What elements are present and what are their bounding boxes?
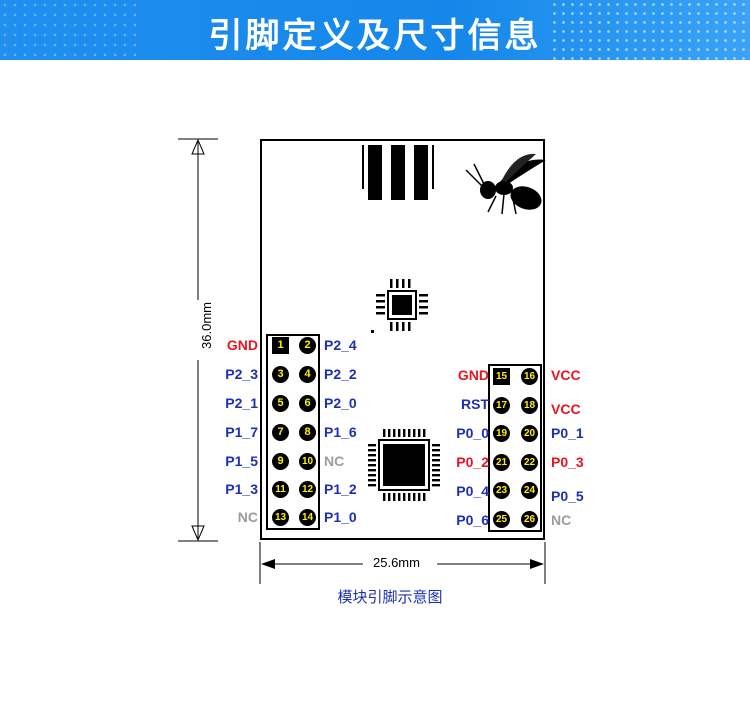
- left-pin-label-right-3: P2_2: [324, 366, 357, 382]
- pin-10: 10: [299, 453, 316, 470]
- pin-17: 17: [493, 397, 510, 414]
- right-pin-header: [488, 364, 542, 532]
- pin-7: 7: [272, 424, 289, 441]
- page-header: 引脚定义及尺寸信息: [0, 0, 750, 60]
- pin-4: 4: [299, 366, 316, 383]
- wasp-icon: [465, 153, 546, 215]
- pin-2: 2: [299, 337, 316, 354]
- pin-26: 26: [521, 511, 538, 528]
- pin-18: 18: [521, 397, 538, 414]
- pin-25: 25: [493, 511, 510, 528]
- pin-9: 9: [272, 453, 289, 470]
- pin-3: 3: [272, 366, 289, 383]
- pin-15: 15: [493, 368, 510, 385]
- left-pin-label-11: P1_3: [225, 481, 258, 497]
- right-pin-label-right-22: P0_3: [551, 454, 584, 470]
- right-pin-label-left-25: P0_6: [456, 512, 489, 528]
- pin1-dot: [371, 330, 374, 333]
- pin-20: 20: [521, 425, 538, 442]
- pin-5: 5: [272, 395, 289, 412]
- left-pin-label-right-7: P1_6: [324, 424, 357, 440]
- diagram-caption: 模块引脚示意图: [337, 588, 443, 606]
- pin-23: 23: [493, 482, 510, 499]
- width-dimension-label: 25.6mm: [373, 555, 420, 570]
- pin-12: 12: [299, 481, 316, 498]
- left-pin-label-7: P1_7: [225, 424, 258, 440]
- left-pin-label-right-1: P2_4: [324, 337, 357, 353]
- pin-1: 1: [272, 337, 289, 354]
- left-pin-label-right-13: P1_0: [324, 509, 357, 525]
- right-pin-label-right-26: NC: [551, 512, 572, 528]
- pin-24: 24: [521, 482, 538, 499]
- page-title: 引脚定义及尺寸信息: [208, 16, 542, 56]
- left-pin-label-9: P1_5: [225, 453, 258, 469]
- right-pin-label-right-24: P0_5: [551, 488, 584, 504]
- pin-16: 16: [521, 368, 538, 385]
- width-dimension-line: [259, 542, 546, 584]
- qfn-chip-large-icon: [368, 429, 440, 501]
- pin-8: 8: [299, 424, 316, 441]
- left-pin-label-1: GND: [226, 337, 258, 353]
- left-pin-label-right-11: P1_2: [324, 481, 357, 497]
- header-decoration-left: [0, 0, 140, 60]
- left-pin-label-5: P2_1: [225, 395, 258, 411]
- right-pin-label-left-17: RST: [461, 396, 489, 412]
- left-pin-label-13: NC: [237, 509, 258, 525]
- right-pin-label-left-23: P0_4: [456, 483, 489, 499]
- left-pin-label-right-9: NC: [324, 453, 345, 469]
- right-pin-label-right-20: P0_1: [551, 425, 584, 441]
- pin-6: 6: [299, 395, 316, 412]
- right-pin-label-right-18: VCC: [551, 401, 581, 417]
- pcb-antenna: [362, 145, 434, 200]
- pin-11: 11: [272, 481, 289, 498]
- right-pin-label-left-15: GND: [457, 367, 489, 383]
- pin-19: 19: [493, 425, 510, 442]
- right-pin-label-left-21: P0_2: [456, 454, 489, 470]
- qfn-chip-small-icon: [376, 279, 428, 331]
- left-pin-label-3: P2_3: [225, 366, 258, 382]
- right-pin-label-left-19: P0_0: [456, 425, 489, 441]
- height-dimension-line: [178, 138, 218, 542]
- pin-13: 13: [272, 509, 289, 526]
- right-pin-label-right-16: VCC: [551, 367, 581, 383]
- height-dimension-label: 36.0mm: [198, 302, 214, 349]
- left-pin-label-right-5: P2_0: [324, 395, 357, 411]
- header-decoration-right: [550, 0, 750, 60]
- pin-21: 21: [493, 454, 510, 471]
- pin-14: 14: [299, 509, 316, 526]
- pin-22: 22: [521, 454, 538, 471]
